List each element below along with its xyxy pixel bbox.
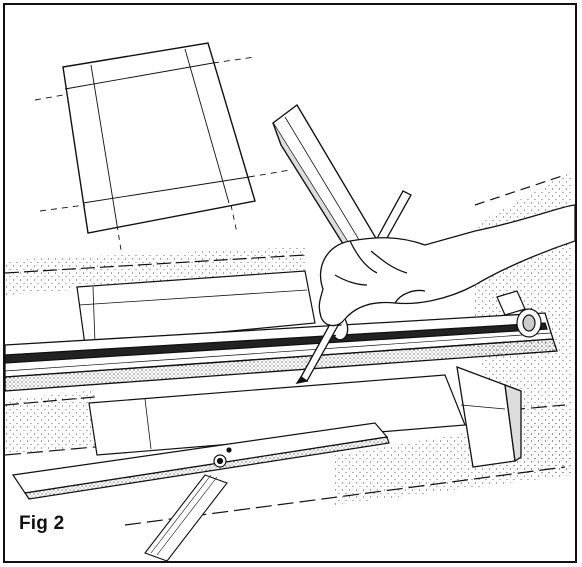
- drawing-sheet: [76, 270, 316, 346]
- figure-caption: Fig 2: [19, 513, 65, 534]
- lower-strap: [144, 474, 228, 561]
- drafting-illustration: [5, 42, 575, 561]
- hand-with-pencil: [295, 190, 575, 384]
- board-surface-left: [5, 247, 305, 295]
- figure-frame: Fig 2: [3, 3, 577, 563]
- straightedge-bar: [5, 312, 558, 392]
- board-surface-lower: [5, 390, 95, 455]
- scale-ruler: [11, 422, 390, 500]
- paper-sheet: [34, 42, 291, 251]
- bar-end-knob: [496, 290, 542, 338]
- set-square: [456, 365, 522, 468]
- lower-sheet: [88, 374, 466, 456]
